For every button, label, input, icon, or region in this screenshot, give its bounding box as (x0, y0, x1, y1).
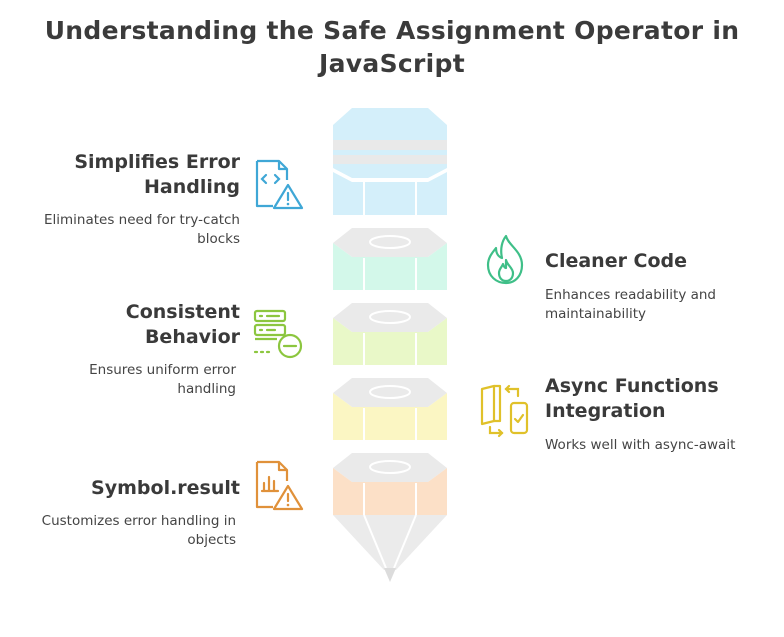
page-title: Understanding the Safe Assignment Operat… (44, 16, 740, 78)
item-heading-cleaner-code: Cleaner Code (545, 250, 688, 272)
stack-segment-5 (333, 453, 447, 515)
stack-segment-3 (333, 303, 447, 365)
code-warning-file-icon (255, 159, 304, 210)
item-heading-symbol-result: Symbol.result (91, 477, 240, 499)
item-description-cleaner-code: Enhances readability and maintainability (545, 287, 716, 322)
flame-icon (486, 234, 524, 285)
item-description-symbol-result: Customizes error handling in objects (41, 513, 236, 548)
sync-devices-icon (480, 384, 529, 438)
stack-segment-1 (333, 108, 447, 215)
server-minus-icon (253, 309, 303, 359)
chart-warning-file-icon (255, 460, 304, 511)
item-heading-consistent-behavior: Consistent Behavior (125, 301, 240, 348)
item-description-consistent-behavior: Ensures uniform error handling (89, 362, 236, 397)
item-description-simplifies-error-handling: Eliminates need for try-catch blocks (43, 212, 240, 247)
pencil-tip (333, 514, 447, 582)
item-description-async-functions-integration: Works well with async-await (545, 437, 736, 453)
stack-segment-4 (333, 378, 447, 440)
item-heading-simplifies-error-handling: Simplifies Error Handling (74, 151, 240, 198)
stack-segment-2 (333, 228, 447, 290)
item-heading-async-functions-integration: Async Functions Integration (545, 375, 719, 422)
